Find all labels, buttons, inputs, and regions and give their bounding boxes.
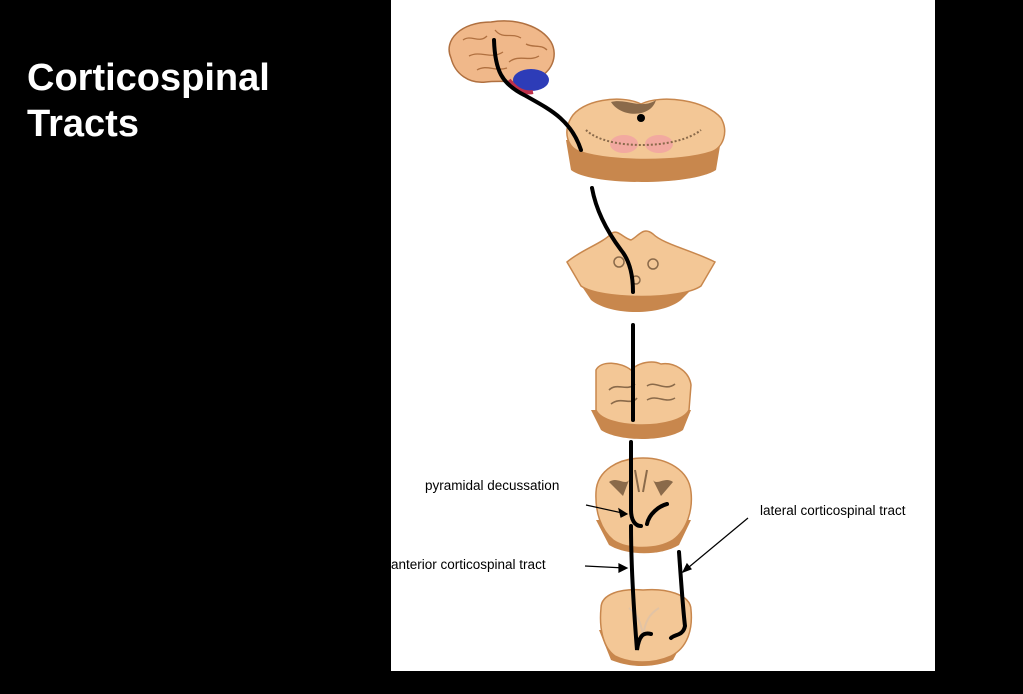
tract-medulla-to-decussation xyxy=(629,440,643,528)
brain-illustration xyxy=(448,20,555,95)
tract-lines xyxy=(492,38,688,651)
slide-title: Corticospinal Tracts xyxy=(27,55,367,147)
tract-cortex-to-midbrain xyxy=(492,38,583,152)
label-anterior-corticospinal-tract: anterior corticospinal tract xyxy=(391,557,546,572)
tract-lateral-descending xyxy=(669,550,688,640)
diagram-panel: pyramidal decussation lateral corticospi… xyxy=(391,0,935,671)
label-lateral-corticospinal-tract: lateral corticospinal tract xyxy=(760,503,906,518)
tract-midbrain-to-pons xyxy=(590,186,635,294)
decussation-level-section xyxy=(595,457,693,554)
arrow-lateral-tract xyxy=(682,517,749,573)
title-line-1: Corticospinal xyxy=(27,57,270,99)
label-pyramidal-decussation: pyramidal decussation xyxy=(425,478,560,493)
medulla-upper-section xyxy=(591,361,692,439)
label-arrows xyxy=(584,504,749,574)
tract-lateral-crossing xyxy=(645,502,669,526)
spinal-cord-section xyxy=(599,588,693,666)
arrow-anterior-tract xyxy=(584,565,626,569)
corticospinal-diagram xyxy=(448,20,749,666)
midbrain-section xyxy=(566,98,726,182)
tract-anterior-descending xyxy=(629,524,653,651)
title-line-2: Tracts xyxy=(27,103,139,145)
pons-section xyxy=(566,230,717,312)
